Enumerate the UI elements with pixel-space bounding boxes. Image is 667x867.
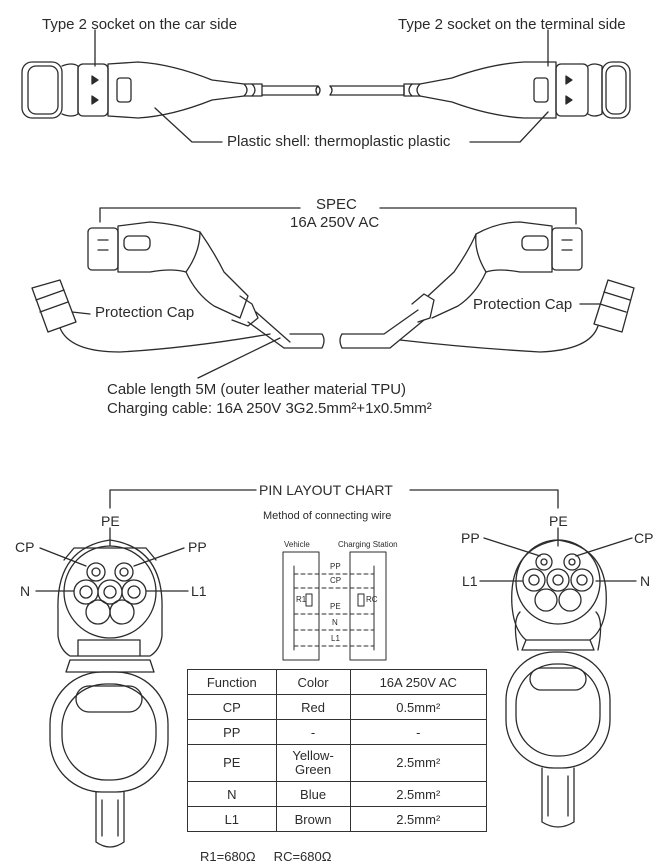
cell-size: 2.5mm² <box>349 744 488 782</box>
wiring-diagram <box>283 552 386 660</box>
right-plug-drawing <box>340 222 634 352</box>
pin-layout-title: PIN LAYOUT CHART <box>259 482 393 498</box>
table-row: PP - - <box>187 719 488 745</box>
left-plug-face-drawing <box>36 528 188 847</box>
cell-function: CP <box>187 694 277 720</box>
charging-cable-label: Charging cable: 16A 250V 3G2.5mm²+1x0.5m… <box>107 400 432 417</box>
table-row: CP Red 0.5mm² <box>187 694 488 720</box>
wiring-line-cp: CP <box>330 576 342 585</box>
table-row: N Blue 2.5mm² <box>187 781 488 807</box>
cell-function: N <box>187 781 277 807</box>
cell-function: PP <box>187 719 277 745</box>
right-socket-face-drawing <box>480 528 636 827</box>
wire-spec-table: Function Color 16A 250V AC CP Red 0.5mm²… <box>187 669 488 832</box>
cell-color: - <box>275 719 351 745</box>
spec-title: SPEC <box>316 196 357 213</box>
wiring-line-n: N <box>332 618 338 627</box>
pin-layout-bracket <box>110 490 558 508</box>
cell-color: Blue <box>275 781 351 807</box>
top-callout-lines <box>95 30 548 142</box>
left-pin-pp: PP <box>188 539 207 555</box>
right-pin-pp: PP <box>461 530 480 546</box>
wiring-station-label: Charging Station <box>338 540 398 549</box>
wiring-line-l1: L1 <box>331 634 340 643</box>
spec-rating: 16A 250V AC <box>290 214 380 231</box>
wiring-line-pp: PP <box>330 562 341 571</box>
header-rating: 16A 250V AC <box>349 669 488 695</box>
cell-function: PE <box>187 744 277 782</box>
protection-cap-right-label: Protection Cap <box>473 296 573 313</box>
header-function: Function <box>187 669 277 695</box>
right-pin-l1: L1 <box>462 573 478 589</box>
cell-color: Yellow-Green <box>275 744 351 782</box>
left-pin-pe: PE <box>101 513 120 529</box>
middle-callout-lines <box>72 208 600 378</box>
cable-length-label: Cable length 5M (outer leather material … <box>107 381 407 398</box>
right-pin-n: N <box>640 573 651 589</box>
table-row: PE Yellow-Green 2.5mm² <box>187 744 488 782</box>
wiring-vehicle-label: Vehicle <box>284 540 310 549</box>
resistor-footnote: R1=680Ω RC=680Ω <box>200 849 332 864</box>
wiring-r1-label: R1 <box>296 595 307 604</box>
header-color: Color <box>275 669 351 695</box>
car-side-label: Type 2 socket on the car side <box>42 16 238 33</box>
left-plug-drawing <box>32 222 324 352</box>
wiring-method-subtitle: Method of connecting wire <box>263 510 392 522</box>
left-pin-n: N <box>20 583 31 599</box>
cell-size: 2.5mm² <box>349 781 488 807</box>
plastic-shell-label: Plastic shell: thermoplastic plastic <box>227 133 451 150</box>
terminal-side-socket-drawing <box>330 62 630 118</box>
right-pin-pe: PE <box>549 513 568 529</box>
wiring-line-pe: PE <box>330 602 341 611</box>
terminal-side-label: Type 2 socket on the terminal side <box>398 16 626 33</box>
cell-size: 2.5mm² <box>349 806 488 832</box>
protection-cap-left-label: Protection Cap <box>95 304 195 321</box>
cell-color: Red <box>275 694 351 720</box>
cell-function: L1 <box>187 806 277 832</box>
table-header-row: Function Color 16A 250V AC <box>187 669 488 695</box>
cell-color: Brown <box>275 806 351 832</box>
cell-size: 0.5mm² <box>349 694 488 720</box>
cell-size: - <box>349 719 488 745</box>
left-pin-cp: CP <box>15 539 35 555</box>
right-pin-cp: CP <box>634 530 654 546</box>
wiring-rc-label: RC <box>366 595 378 604</box>
car-side-socket-drawing <box>22 62 320 118</box>
table-row: L1 Brown 2.5mm² <box>187 806 488 832</box>
left-pin-l1: L1 <box>191 583 207 599</box>
